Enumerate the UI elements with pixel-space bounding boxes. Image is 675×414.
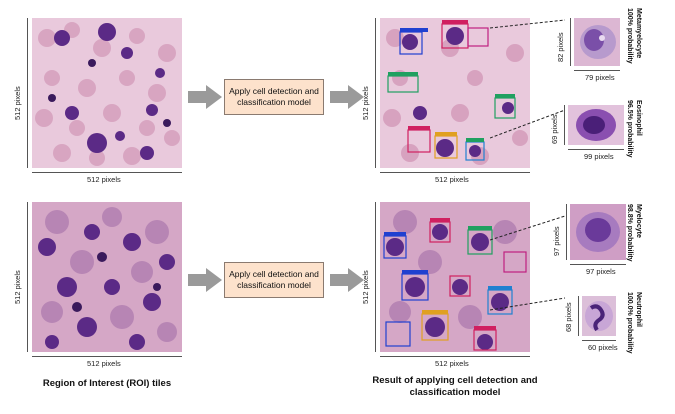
tile-width-label-top-result: 512 pixels [435,175,469,184]
crop-height-line-2 [564,105,565,145]
crop-class-1: Metamyelocyte [635,8,642,59]
arrow-right-icon [188,268,222,292]
process-box-bottom: Apply cell detection and classification … [224,262,324,298]
crop-width-line-4 [582,340,616,341]
crop-neutrophil [582,296,616,336]
dimension-line-width-top-result [380,172,530,173]
tile-height-label-top-result: 512 pixels [361,86,370,120]
dimension-line-height-bottom-result [375,202,376,352]
roi-tile-bottom [32,202,182,352]
result-tile-top [380,18,530,168]
crop-width-line-1 [574,70,620,71]
result-tile-bottom [380,202,530,352]
crop-prob-3: 98.8% probability [626,204,633,262]
crop-width-label-1: 79 pixels [585,73,615,82]
crop-height-line-1 [570,18,571,66]
arrow-right-icon [188,85,222,109]
crop-width-label-4: 60 pixels [588,343,618,352]
tile-width-label-bottom-result: 512 pixels [435,359,469,368]
crop-width-label-3: 97 pixels [586,267,616,276]
dimension-line-height-bottom [27,202,28,352]
crop-height-label-4: 68 pixels [564,302,573,332]
crop-prob-2: 96.5% probability [626,100,633,158]
connector-lines-top [490,19,566,139]
roi-tile-top [32,18,182,168]
process-box-top: Apply cell detection and classification … [224,79,324,115]
crop-height-label-2: 69 pixels [550,114,559,144]
connector-lines-bottom [490,215,566,311]
crop-height-line-4 [578,296,579,336]
dimension-line-height-top [27,18,28,168]
dimension-line-width-top [32,172,182,173]
crop-height-label-1: 82 pixels [556,32,565,62]
crop-class-3: Myelocyte [635,204,642,238]
crop-width-line-3 [570,264,626,265]
arrow-right-icon [330,268,364,292]
caption-roi-tiles: Region of Interest (ROI) tiles [42,378,172,389]
crop-height-label-3: 97 pixels [552,226,561,256]
crop-class-2: Eosinophil [635,100,642,136]
crop-width-label-2: 99 pixels [584,152,614,161]
dimension-line-width-bottom [32,356,182,357]
tile-height-label-top: 512 pixels [13,86,22,120]
crop-myelocyte [570,204,626,260]
tile-height-label-bottom: 512 pixels [13,270,22,304]
crop-width-line-2 [568,149,624,150]
dimension-line-width-bottom-result [380,356,530,357]
caption-result: Result of applying cell detection and cl… [372,375,538,398]
crop-prob-1: 100% probability [626,8,633,64]
tile-height-label-bottom-result: 512 pixels [361,270,370,304]
tile-width-label-top: 512 pixels [87,175,121,184]
crop-height-line-3 [566,204,567,260]
arrow-right-icon [330,85,364,109]
crop-metamyelocyte [574,18,620,66]
crop-eosinophil [568,105,624,145]
crop-prob-4: 100.0% probability [626,292,633,354]
tile-width-label-bottom: 512 pixels [87,359,121,368]
crop-class-4: Neutrophil [635,292,642,327]
dimension-line-height-top-result [375,18,376,168]
